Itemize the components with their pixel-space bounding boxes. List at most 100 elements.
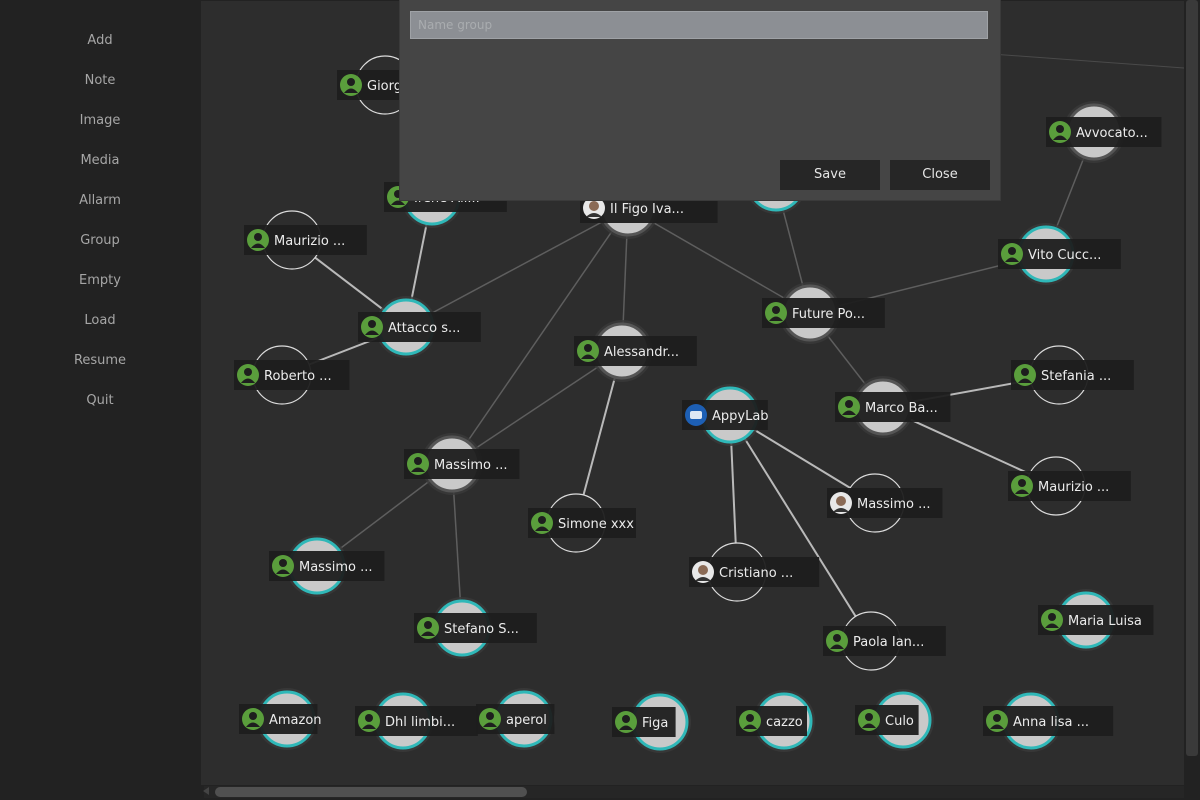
- user-icon: [417, 617, 439, 639]
- graph-node[interactable]: Massimo ...: [269, 535, 385, 597]
- user-icon: [577, 340, 599, 362]
- user-icon: [237, 364, 259, 386]
- edge-line: [451, 350, 623, 465]
- graph-node[interactable]: Vito Cucc...: [998, 223, 1121, 285]
- graph-node[interactable]: Cristiano ...: [689, 542, 820, 602]
- user-icon: [361, 316, 383, 338]
- save-button[interactable]: Save: [780, 160, 880, 190]
- node-label: Roberto ...: [264, 369, 332, 384]
- user-icon: [615, 711, 637, 733]
- menu-item-load[interactable]: Load: [84, 313, 116, 328]
- node-label: Cristiano ...: [719, 566, 793, 581]
- photo-avatar-icon: [583, 197, 605, 219]
- user-icon: [838, 396, 860, 418]
- node-label: Stefano S...: [444, 622, 519, 637]
- graph-node[interactable]: Avvocato...: [1046, 101, 1162, 163]
- graph-node[interactable]: Stefania ...: [1011, 345, 1134, 405]
- node-label: Paola Ian...: [853, 635, 924, 650]
- user-icon: [272, 555, 294, 577]
- node-label: cazzo: [766, 715, 803, 730]
- user-icon: [1049, 121, 1071, 143]
- user-icon: [242, 708, 264, 730]
- graph-node[interactable]: AppyLab: [682, 384, 769, 446]
- node-label: Dhl limbi...: [385, 715, 455, 730]
- graph-node[interactable]: cazzo: [736, 690, 815, 752]
- node-label: Figa: [642, 716, 668, 731]
- edge-line: [405, 207, 629, 328]
- scroll-left-arrow-icon[interactable]: [203, 787, 209, 795]
- user-icon: [858, 709, 880, 731]
- edge-line: [627, 207, 811, 314]
- node-label: Vito Cucc...: [1028, 248, 1101, 263]
- graph-node[interactable]: Roberto ...: [234, 345, 350, 405]
- node-label: Maurizio ...: [1038, 480, 1109, 495]
- graph-node[interactable]: Future Po...: [762, 282, 885, 344]
- menu-item-image[interactable]: Image: [79, 113, 121, 128]
- group-name-input[interactable]: [410, 11, 988, 39]
- node-label: Alessandr...: [604, 345, 679, 360]
- user-icon: [340, 74, 362, 96]
- node-label: Il Figo Iva...: [610, 202, 684, 217]
- graph-node[interactable]: aperol: [476, 688, 555, 750]
- user-icon: [1041, 609, 1063, 631]
- user-icon: [739, 710, 761, 732]
- menu-item-quit[interactable]: Quit: [86, 393, 114, 408]
- sidebar-menu: Add Note Image Media Allarm Group Empty …: [0, 0, 200, 800]
- node-label: Amazon: [269, 713, 322, 728]
- user-icon: [358, 710, 380, 732]
- menu-item-empty[interactable]: Empty: [79, 273, 121, 288]
- graph-node[interactable]: Massimo ...: [827, 473, 943, 533]
- node-label: Stefania ...: [1041, 369, 1111, 384]
- vertical-scrollbar[interactable]: [1186, 0, 1198, 756]
- menu-item-resume[interactable]: Resume: [73, 353, 127, 368]
- node-label: Culo: [885, 714, 914, 729]
- photo-avatar-icon: [830, 492, 852, 514]
- appylab-logo-icon: [685, 404, 707, 426]
- node-label: aperol: [506, 713, 547, 728]
- photo-avatar-icon: [692, 561, 714, 583]
- horizontal-scroll-thumb[interactable]: [215, 787, 527, 797]
- node-label: Avvocato...: [1076, 126, 1148, 141]
- graph-node[interactable]: Dhl limbi...: [355, 690, 478, 752]
- node-label: Massimo ...: [857, 497, 931, 512]
- menu-item-media[interactable]: Media: [80, 153, 120, 168]
- menu-item-group[interactable]: Group: [80, 233, 120, 248]
- node-label: Simone xxx: [558, 517, 634, 532]
- menu-item-note[interactable]: Note: [84, 73, 116, 88]
- node-label: Giorg: [367, 79, 402, 94]
- user-icon: [1011, 475, 1033, 497]
- graph-node[interactable]: Paola Ian...: [823, 611, 946, 671]
- user-icon: [765, 302, 787, 324]
- graph-node[interactable]: Amazon: [239, 688, 322, 750]
- user-icon: [1001, 243, 1023, 265]
- graph-node[interactable]: Maurizio ...: [1008, 456, 1131, 516]
- node-label: Marco Ba...: [865, 401, 938, 416]
- node-label: Attacco s...: [388, 321, 460, 336]
- node-label: Future Po...: [792, 307, 865, 322]
- graph-node[interactable]: Giorg: [337, 55, 415, 115]
- node-label: Maria Luisa: [1068, 614, 1142, 629]
- graph-node[interactable]: Culo: [855, 689, 934, 751]
- graph-node[interactable]: Simone xxx: [528, 493, 636, 553]
- graph-node[interactable]: Massimo ...: [404, 433, 520, 495]
- menu-item-allarm[interactable]: Allarm: [79, 193, 121, 208]
- user-icon: [407, 453, 429, 475]
- edge-line: [729, 414, 872, 642]
- graph-node[interactable]: Figa: [612, 691, 691, 753]
- graph-node[interactable]: Marco Ba...: [835, 376, 951, 438]
- graph-node[interactable]: Maurizio ...: [244, 210, 367, 270]
- graph-node[interactable]: Attacco s...: [358, 296, 481, 358]
- node-label: AppyLab: [712, 409, 769, 424]
- graph-node[interactable]: Maria Luisa: [1038, 589, 1154, 651]
- graph-node[interactable]: Stefano S...: [414, 597, 537, 659]
- graph-node[interactable]: Alessandr...: [574, 320, 697, 382]
- close-button[interactable]: Close: [890, 160, 990, 190]
- graph-node[interactable]: Anna lisa ...: [983, 690, 1114, 752]
- user-icon: [479, 708, 501, 730]
- node-label: Maurizio ...: [274, 234, 345, 249]
- menu-item-add[interactable]: Add: [87, 33, 113, 48]
- edge-line: [451, 207, 629, 465]
- user-icon: [986, 710, 1008, 732]
- user-icon: [247, 229, 269, 251]
- node-label: Massimo ...: [434, 458, 508, 473]
